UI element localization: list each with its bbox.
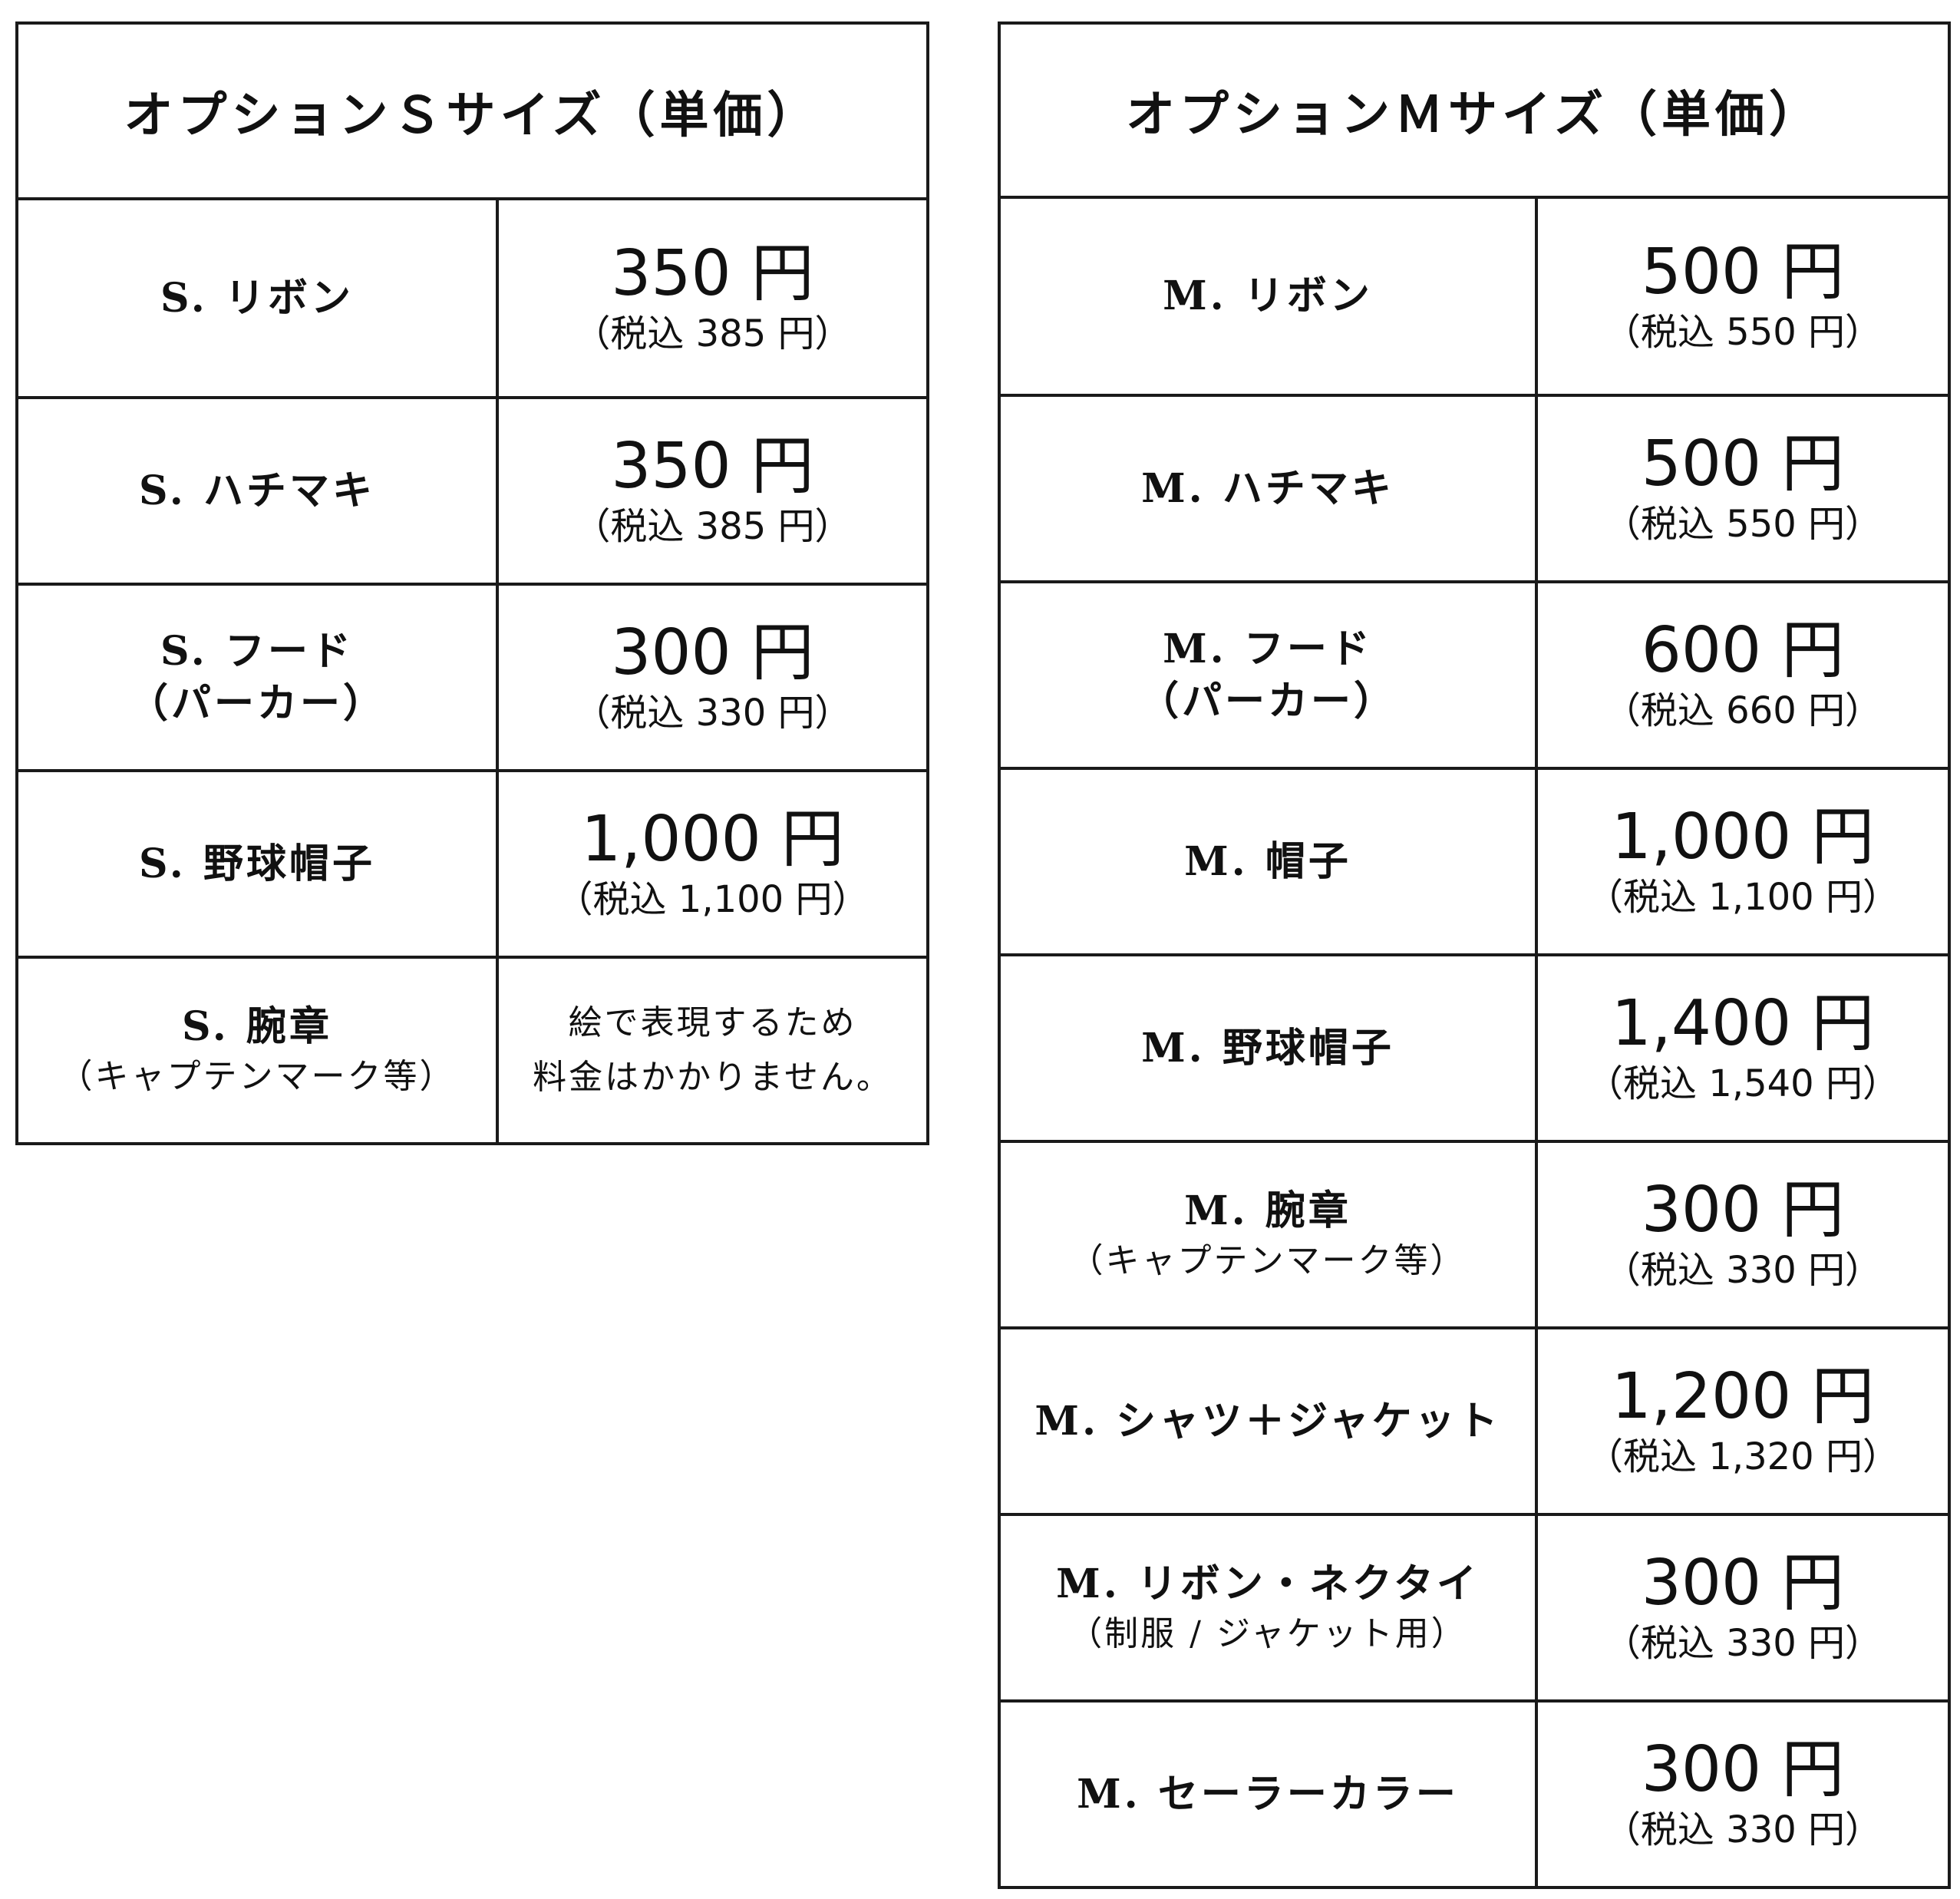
table-row: S. 腕章 （キャプテンマーク等） 絵で表現するため 料金はかかりません。 xyxy=(15,956,929,1145)
item-name-cell: S. リボン xyxy=(15,197,499,399)
item-name-cell: M. 野球帽子 xyxy=(998,953,1538,1143)
item-price-tax: （税込 385 円） xyxy=(573,312,852,356)
item-name-sub: （パーカー） xyxy=(127,679,386,727)
item-price-cell: 500 円 （税込 550 円） xyxy=(1535,394,1951,583)
item-price-tax: （税込 330 円） xyxy=(573,692,852,735)
item-price: 300 円 xyxy=(1641,1733,1845,1807)
item-price-cell: 300 円 （税込 330 円） xyxy=(1535,1140,1951,1329)
item-price: 1,400 円 xyxy=(1611,987,1875,1061)
item-price-cell: 350 円 （税込 385 円） xyxy=(496,197,929,399)
item-price-tax: （税込 1,540 円） xyxy=(1586,1062,1899,1106)
table-row: S. リボン 350 円 （税込 385 円） xyxy=(15,197,929,399)
item-price-tax: （税込 1,100 円） xyxy=(1586,876,1899,920)
item-price-tax: （税込 330 円） xyxy=(1603,1622,1882,1666)
item-name-cell: S. フード （パーカー） xyxy=(15,583,499,772)
item-price: 350 円 xyxy=(611,237,814,311)
table-row: M. セーラーカラー 300 円 （税込 330 円） xyxy=(998,1699,1951,1889)
item-price-tax: （税込 1,320 円） xyxy=(1586,1435,1899,1479)
item-price-tax: （税込 660 円） xyxy=(1603,689,1882,733)
item-price: 500 円 xyxy=(1641,235,1845,309)
table-row: M. リボン・ネクタイ （制服 / ジャケット用） 300 円 （税込 330 … xyxy=(998,1513,1951,1702)
table-s-title: オプションＳサイズ（単価） xyxy=(15,21,929,200)
item-name-cell: S. ハチマキ xyxy=(15,396,499,586)
table-row: M. 帽子 1,000 円 （税込 1,100 円） xyxy=(998,767,1951,956)
option-m-price-table: オプションＭサイズ（単価） M. リボン 500 円 （税込 550 円） M.… xyxy=(998,21,1951,1889)
item-price: 350 円 xyxy=(611,430,814,504)
item-name-cell: M. 帽子 xyxy=(998,767,1538,956)
item-price: 600 円 xyxy=(1641,614,1845,688)
item-price: 300 円 xyxy=(611,616,814,690)
table-row: M. シャツ＋ジャケット 1,200 円 （税込 1,320 円） xyxy=(998,1326,1951,1516)
item-price-cell: 1,000 円 （税込 1,100 円） xyxy=(496,769,929,959)
item-price: 1,000 円 xyxy=(1611,801,1875,874)
item-name: M. ハチマキ xyxy=(1141,464,1394,512)
item-note-line: 料金はかかりません。 xyxy=(533,1057,893,1097)
table-row: M. 野球帽子 1,400 円 （税込 1,540 円） xyxy=(998,953,1951,1143)
item-name-cell: S. 腕章 （キャプテンマーク等） xyxy=(15,956,499,1145)
item-name-cell: M. リボン xyxy=(998,196,1538,397)
table-row: M. ハチマキ 500 円 （税込 550 円） xyxy=(998,394,1951,583)
item-price-tax: （税込 330 円） xyxy=(1603,1249,1882,1293)
table-row: M. リボン 500 円 （税込 550 円） xyxy=(998,196,1951,397)
item-price-tax: （税込 330 円） xyxy=(1603,1808,1882,1852)
item-name: S. リボン xyxy=(160,274,354,322)
item-price-cell: 1,000 円 （税込 1,100 円） xyxy=(1535,767,1951,956)
item-price-tax: （税込 550 円） xyxy=(1603,310,1882,354)
table-row: M. 腕章 （キャプテンマーク等） 300 円 （税込 330 円） xyxy=(998,1140,1951,1329)
item-name: M. 腕章 xyxy=(1184,1187,1351,1234)
item-name-cell: M. シャツ＋ジャケット xyxy=(998,1326,1538,1516)
item-name-sub: （パーカー） xyxy=(1138,677,1397,725)
item-name: M. シャツ＋ジャケット xyxy=(1034,1397,1501,1445)
item-price-cell: 500 円 （税込 550 円） xyxy=(1535,196,1951,397)
item-name: M. 野球帽子 xyxy=(1141,1024,1394,1072)
item-name: M. フード xyxy=(1163,625,1373,672)
item-name-cell: M. リボン・ネクタイ （制服 / ジャケット用） xyxy=(998,1513,1538,1702)
item-price-tax: （税込 385 円） xyxy=(573,505,852,549)
table-row: S. ハチマキ 350 円 （税込 385 円） xyxy=(15,396,929,586)
item-price: 300 円 xyxy=(1641,1547,1845,1620)
item-name-sub: （制服 / ジャケット用） xyxy=(1068,1613,1467,1653)
item-name: S. 腕章 xyxy=(182,1002,332,1050)
item-name: S. フード xyxy=(160,627,354,675)
item-price: 1,200 円 xyxy=(1611,1360,1875,1434)
item-name-cell: S. 野球帽子 xyxy=(15,769,499,959)
item-name-cell: M. 腕章 （キャプテンマーク等） xyxy=(998,1140,1538,1329)
item-name: S. 野球帽子 xyxy=(139,840,375,887)
item-name: M. リボン xyxy=(1163,272,1373,320)
item-price: 300 円 xyxy=(1641,1174,1845,1247)
item-price-tax: （税込 1,100 円） xyxy=(556,878,869,922)
item-price-cell: 300 円 （税込 330 円） xyxy=(1535,1513,1951,1702)
item-name: S. ハチマキ xyxy=(139,467,375,514)
table-m-title: オプションＭサイズ（単価） xyxy=(998,21,1951,199)
item-note-cell: 絵で表現するため 料金はかかりません。 xyxy=(496,956,929,1145)
item-name: M. リボン・ネクタイ xyxy=(1056,1560,1480,1607)
option-s-price-table: オプションＳサイズ（単価） S. リボン 350 円 （税込 385 円） S.… xyxy=(15,21,929,1145)
item-price-cell: 300 円 （税込 330 円） xyxy=(1535,1699,1951,1889)
item-price: 1,000 円 xyxy=(581,803,844,877)
item-price-cell: 600 円 （税込 660 円） xyxy=(1535,580,1951,770)
item-name: M. セーラーカラー xyxy=(1077,1770,1459,1818)
item-price-tax: （税込 550 円） xyxy=(1603,503,1882,547)
item-note-line: 絵で表現するため xyxy=(568,1003,857,1043)
table-row: S. 野球帽子 1,000 円 （税込 1,100 円） xyxy=(15,769,929,959)
item-name-cell: M. フード （パーカー） xyxy=(998,580,1538,770)
item-price: 500 円 xyxy=(1641,428,1845,501)
item-name-sub: （キャプテンマーク等） xyxy=(58,1056,456,1096)
item-price-cell: 1,400 円 （税込 1,540 円） xyxy=(1535,953,1951,1143)
item-name: M. 帽子 xyxy=(1184,837,1351,885)
item-price-cell: 1,200 円 （税込 1,320 円） xyxy=(1535,1326,1951,1516)
item-name-sub: （キャプテンマーク等） xyxy=(1069,1240,1467,1280)
item-name-cell: M. ハチマキ xyxy=(998,394,1538,583)
item-price-cell: 350 円 （税込 385 円） xyxy=(496,396,929,586)
table-row: M. フード （パーカー） 600 円 （税込 660 円） xyxy=(998,580,1951,770)
table-row: S. フード （パーカー） 300 円 （税込 330 円） xyxy=(15,583,929,772)
item-price-cell: 300 円 （税込 330 円） xyxy=(496,583,929,772)
item-name-cell: M. セーラーカラー xyxy=(998,1699,1538,1889)
